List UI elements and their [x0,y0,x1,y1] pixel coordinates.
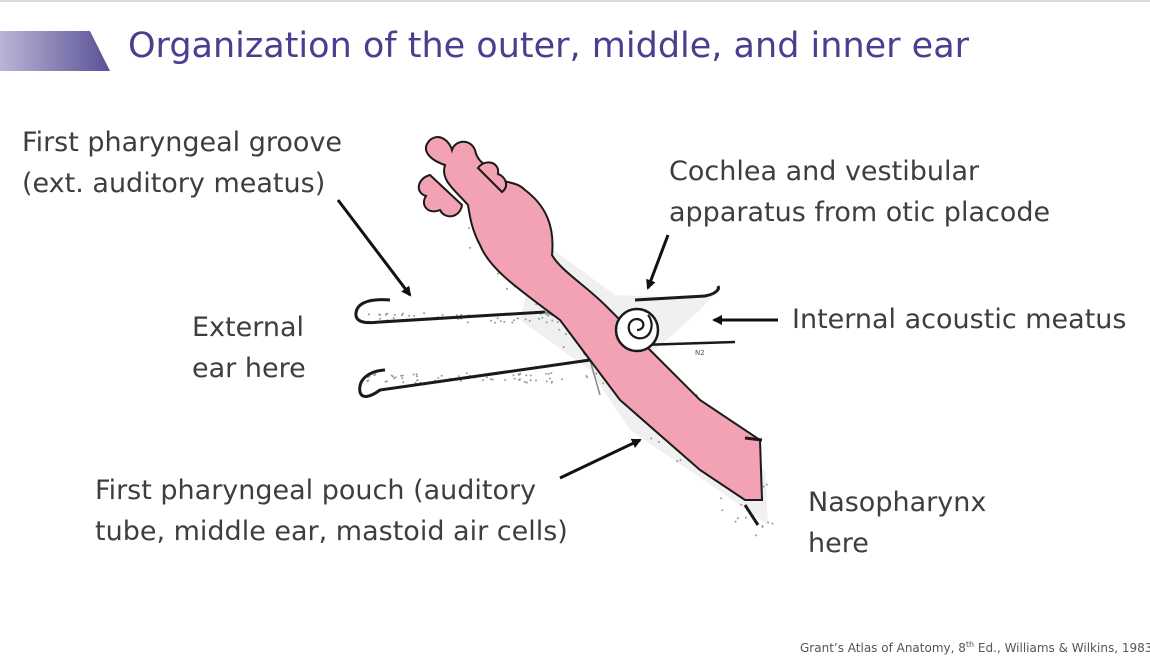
label-cochlea: Cochlea and vestibular apparatus from ot… [669,151,1050,233]
label-first-pharyngeal-pouch: First pharyngeal pouch (auditory tube, m… [95,470,568,552]
citation: Grant’s Atlas of Anatomy, 8th Ed., Willi… [800,640,1150,655]
label-internal-acoustic-meatus: Internal acoustic meatus [792,299,1126,340]
arrow-pouch [560,440,640,478]
label-external-ear: External ear here [192,307,306,389]
canal-upper-wall [356,300,545,323]
arrow-groove [338,200,410,295]
cochlea-spiral [616,309,658,351]
label-nasopharynx: Nasopharynx here [808,482,986,564]
label-first-pharyngeal-groove: First pharyngeal groove (ext. auditory m… [22,122,342,204]
n2-mark: N2 [695,349,705,357]
arrow-cochlea [648,235,668,288]
